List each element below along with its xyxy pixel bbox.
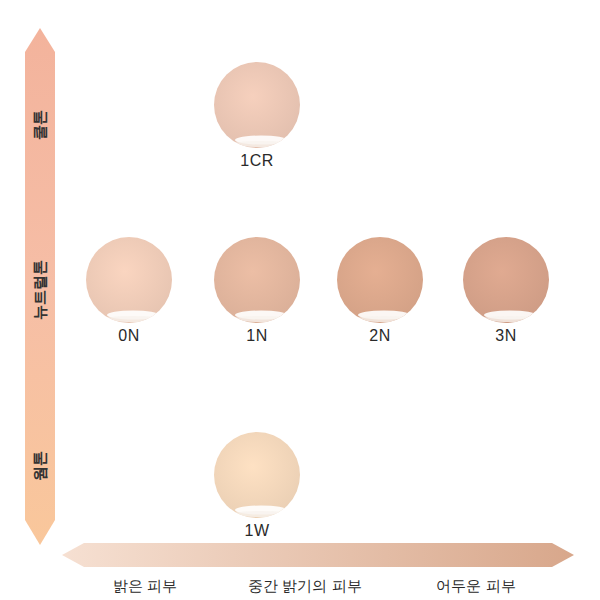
brightness-label: 어두운 피부 [436,577,515,596]
swatch-rim [231,511,291,517]
swatch-fill [463,237,549,323]
brightness-axis-arrow [62,543,574,567]
shade-name: 2N [337,327,423,345]
swatch-circle [86,237,172,325]
tone-label: 웜톤 [31,451,50,481]
swatch-circle [214,432,300,520]
shade-swatch: 1N [214,237,300,345]
swatch-fill [86,237,172,323]
shade-name: 3N [463,327,549,345]
shade-name: 1W [214,522,300,540]
swatch-circle [214,237,300,325]
swatch-circle [214,62,300,150]
swatch-rim [231,316,291,322]
shade-name: 0N [86,327,172,345]
tone-label: 뉴트럴톤 [31,260,50,320]
swatch-fill [214,237,300,323]
swatch-circle [337,237,423,325]
shade-name: 1CR [214,152,300,170]
shade-swatch: 0N [86,237,172,345]
swatch-fill [214,432,300,518]
swatch-fill [214,62,300,148]
shade-swatch: 2N [337,237,423,345]
brightness-label: 중간 밝기의 피부 [248,577,361,596]
shade-swatch: 3N [463,237,549,345]
tone-axis-arrow [25,28,55,545]
swatch-rim [480,316,540,322]
swatch-circle [463,237,549,325]
swatch-fill [337,237,423,323]
brightness-label: 밝은 피부 [113,577,177,596]
swatch-rim [231,141,291,147]
shade-swatch: 1W [214,432,300,540]
shade-swatch: 1CR [214,62,300,170]
shade-name: 1N [214,327,300,345]
swatch-rim [354,316,414,322]
swatch-rim [103,316,163,322]
tone-label: 쿨톤 [31,110,50,140]
